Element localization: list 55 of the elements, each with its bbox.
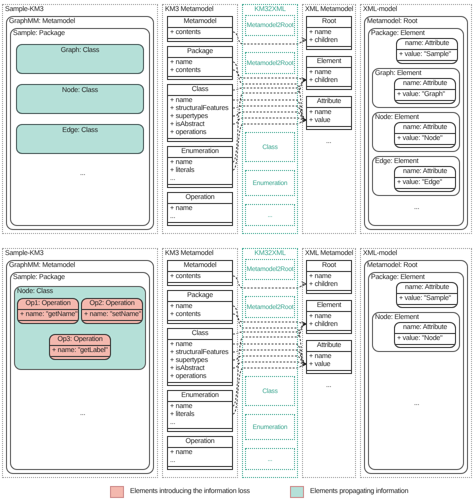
class-box	[167, 84, 233, 142]
dashed-arrow	[232, 306, 307, 364]
class-box	[167, 260, 233, 286]
dashed-arrow	[232, 112, 307, 122]
dashed-arrow	[232, 276, 307, 288]
attribute-box	[396, 282, 458, 308]
container-frame	[372, 312, 460, 352]
attribute-box	[394, 166, 456, 192]
class-box	[167, 16, 233, 42]
group-frame	[302, 248, 356, 478]
class-box	[306, 300, 352, 334]
class-box	[167, 290, 233, 324]
class-box	[306, 56, 352, 90]
dashed-arrow	[232, 78, 307, 162]
transformation-frame	[242, 248, 298, 478]
group-frame	[302, 4, 356, 234]
group-frame	[162, 4, 238, 234]
class-box	[167, 192, 233, 226]
dashed-arrow	[232, 314, 307, 327]
class-box	[16, 84, 144, 114]
operation-box	[17, 298, 79, 324]
class-box	[16, 124, 144, 154]
container-frame	[372, 156, 460, 196]
class-box	[306, 96, 352, 130]
operation-box	[49, 334, 111, 360]
attribute-box	[394, 78, 456, 104]
attribute-box	[394, 122, 456, 148]
group-frame	[162, 248, 238, 478]
dashed-arrow	[232, 361, 307, 368]
dashed-arrow	[232, 32, 307, 44]
dashed-arrow	[232, 362, 307, 414]
class-box	[306, 340, 352, 374]
dashed-arrow	[232, 78, 307, 90]
class-box	[167, 390, 233, 432]
operation-box	[81, 298, 143, 324]
class-box	[167, 436, 233, 470]
attribute-box	[394, 322, 456, 348]
transformation-frame	[242, 4, 298, 234]
attribute-box	[396, 38, 458, 64]
dashed-arrow	[232, 322, 307, 406]
dashed-arrow	[232, 322, 307, 334]
class-box	[167, 46, 233, 80]
container-frame	[372, 68, 460, 108]
class-box	[306, 260, 352, 294]
class-box	[167, 146, 233, 188]
class-frame	[14, 286, 146, 370]
dashed-arrow	[232, 62, 307, 120]
class-box	[16, 44, 144, 74]
dashed-arrow	[232, 118, 307, 170]
dashed-arrow	[232, 356, 307, 366]
class-box	[306, 16, 352, 50]
dashed-arrow	[232, 70, 307, 83]
container-frame	[372, 112, 460, 152]
dashed-arrow	[232, 117, 307, 124]
class-box	[167, 328, 233, 386]
